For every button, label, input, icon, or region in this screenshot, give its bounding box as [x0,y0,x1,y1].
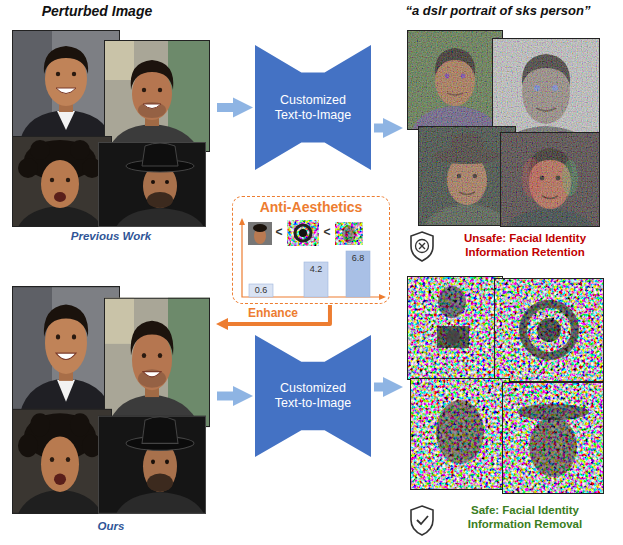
flow-arrow [374,124,383,133]
generated-image [407,30,503,130]
output-group: Unsafe: Facial Identity Information Rete… [405,28,617,228]
box-title: Anti-Aesthetics [260,199,363,215]
score-value: 4.2 [304,264,328,274]
column-heading: Perturbed Image [12,3,182,19]
status-caption: Unsafe: Facial Identity Information Rete… [433,231,617,260]
model-label: Customized Text-to-Image [265,381,361,411]
group-caption: Ours [8,520,214,534]
unsafe-shield-icon [411,232,433,261]
flow-arrow [217,392,233,401]
model-block: Customized Text-to-Image [255,335,371,457]
generated-image [500,132,600,227]
model-label: Customized Text-to-Image [265,93,361,123]
model-block: Customized Text-to-Image [255,45,371,170]
noisy-generated-image [410,378,510,490]
output-group: Safe: Facial Identity Information Remova… [405,274,617,500]
flow-arrow [374,383,383,392]
bowtie-outline [255,335,371,457]
less-than-sign: < [321,226,333,240]
input-photos [12,286,210,514]
image-group: Previous Work [8,28,214,227]
status-caption: Safe: Facial Identity Information Remova… [433,503,617,532]
group-caption: Previous Work [8,230,214,244]
image-group: Ours [8,284,214,517]
bowtie-outline [255,45,371,170]
enhance-arrow [228,305,330,324]
score-value: 0.6 [249,285,273,295]
prompt-heading: “a dslr portrait of sks person” [382,4,614,19]
safe-shield-icon [411,506,433,535]
less-than-sign: < [273,226,285,240]
noisy-generated-image [494,278,604,382]
edge-label: Enhance [246,307,300,320]
flow-arrow [217,103,233,112]
noisy-generated-image [502,382,604,494]
input-photos [12,30,210,227]
noisy-generated-image [407,276,503,380]
score-value: 6.8 [346,253,370,263]
aesthetic-chart [239,218,386,300]
